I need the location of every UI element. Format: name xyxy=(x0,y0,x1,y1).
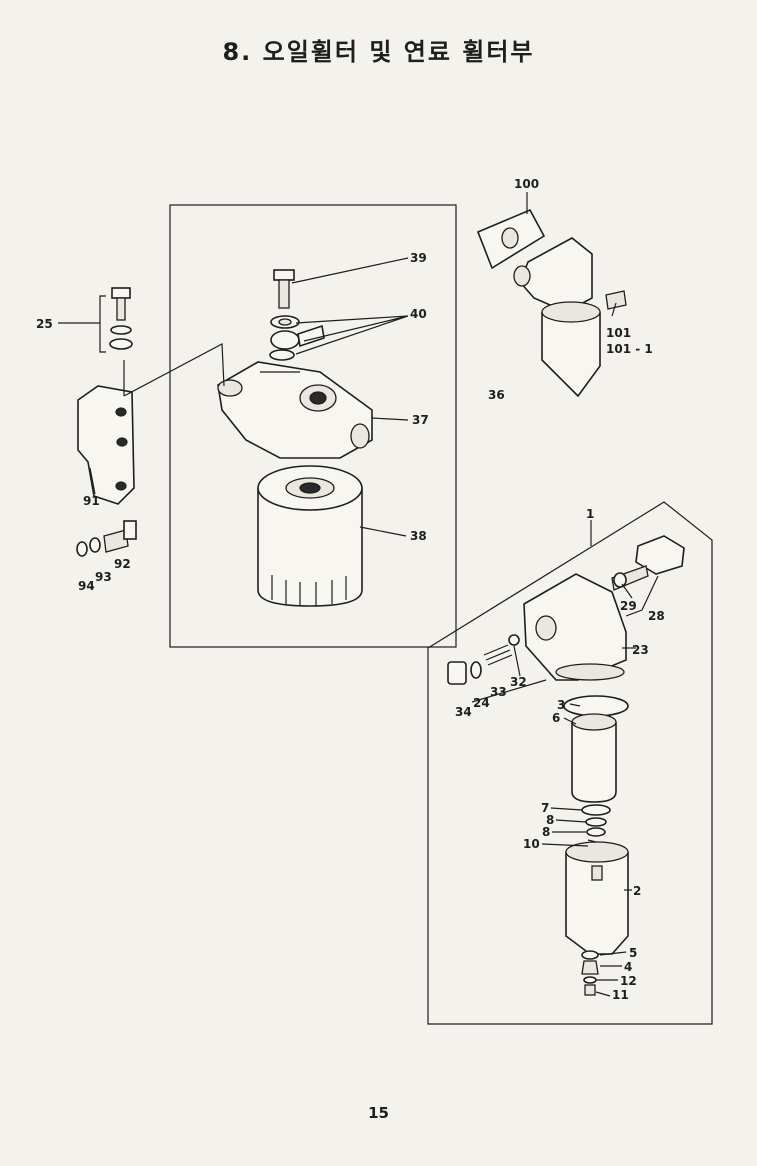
part-91-bracket xyxy=(77,385,135,505)
callout-38: 38 xyxy=(410,529,427,543)
callout-8-lower: 8 xyxy=(542,825,550,839)
callout-101: 101 xyxy=(606,326,631,340)
callout-100: 100 xyxy=(514,177,539,191)
callout-11: 11 xyxy=(612,988,629,1002)
callout-10: 10 xyxy=(523,837,540,851)
callout-93: 93 xyxy=(95,570,112,584)
part-28-bleed-screw xyxy=(611,535,685,591)
callout-29: 29 xyxy=(620,599,637,613)
callout-5: 5 xyxy=(629,946,637,960)
callout-33: 33 xyxy=(490,685,507,699)
part-25-bolt-set xyxy=(99,287,133,353)
callout-12: 12 xyxy=(620,974,637,988)
callout-36: 36 xyxy=(488,388,505,402)
callout-32: 32 xyxy=(510,675,527,689)
banjo-fitting xyxy=(270,324,325,350)
callout-4: 4 xyxy=(624,960,632,974)
part-23-filter-head xyxy=(523,573,627,681)
part-24-o-ring xyxy=(470,661,482,679)
mounting-line xyxy=(123,343,225,397)
callout-28: 28 xyxy=(648,609,665,623)
part-32-ball xyxy=(508,634,520,646)
callout-1: 1 xyxy=(586,507,594,521)
callout-40: 40 xyxy=(410,307,427,321)
callout-94: 94 xyxy=(78,579,95,593)
callout-37: 37 xyxy=(412,413,429,427)
part-100-gasket xyxy=(476,208,546,270)
part-40-washers xyxy=(269,315,300,361)
callout-8-upper: 8 xyxy=(546,813,554,827)
callout-39: 39 xyxy=(410,251,427,265)
callout-91: 91 xyxy=(83,494,100,508)
part-2-bowl xyxy=(565,841,629,955)
callout-23: 23 xyxy=(632,643,649,657)
page-number: 15 xyxy=(368,1104,389,1122)
part-34-plug xyxy=(447,661,467,685)
fuel-filter-group-frame xyxy=(427,501,713,1025)
part-3-o-ring xyxy=(563,695,629,717)
part-6-element xyxy=(571,713,617,803)
callout-3: 3 xyxy=(557,698,565,712)
callout-7: 7 xyxy=(541,801,549,815)
page-title: 8. 오일휠터 및 연료 휠터부 xyxy=(222,38,535,66)
part-37-filter-head xyxy=(217,361,373,459)
callout-34: 34 xyxy=(455,705,472,719)
part-39-bolt xyxy=(273,269,295,309)
callout-25: 25 xyxy=(36,317,53,331)
callout-24: 24 xyxy=(473,696,490,710)
part-38-filter-cartridge xyxy=(257,465,363,607)
leader-lines xyxy=(58,192,659,997)
callout-101-1: 101 - 1 xyxy=(606,342,653,356)
part-36-fuel-filter-assembly xyxy=(513,237,627,398)
part-5-4-12-11-drain xyxy=(581,950,599,996)
callout-6: 6 xyxy=(552,711,560,725)
callout-92: 92 xyxy=(114,557,131,571)
part-33-spring xyxy=(483,644,513,666)
part-92-94-bolt-washers xyxy=(76,520,137,557)
callout-2: 2 xyxy=(633,884,641,898)
oil-filter-group-frame xyxy=(169,204,457,648)
